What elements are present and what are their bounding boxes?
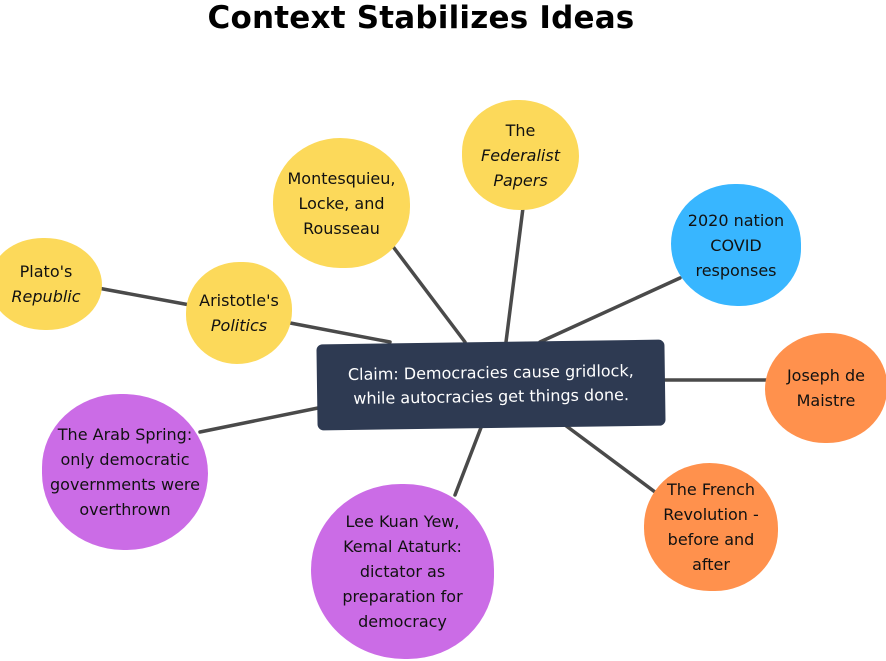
- node-montesquieu-line1: Montesquieu,: [287, 168, 396, 188]
- node-aristotle-line2: Politics: [210, 316, 268, 335]
- node-french-revolution: The French Revolution - before and after: [644, 463, 778, 591]
- node-aristotle-line1: Aristotle's: [199, 291, 279, 310]
- node-leekuanyew-line5: democracy: [358, 612, 447, 631]
- node-covid-line1: 2020 nation: [687, 210, 785, 230]
- node-federalist: The Federalist Papers: [462, 100, 579, 210]
- node-french-line2: Revolution -: [663, 505, 759, 524]
- node-maistre-line2: Maistre: [796, 391, 856, 410]
- page-title: Context Stabilizes Ideas: [207, 0, 635, 36]
- node-lee-kuan-yew: Lee Kuan Yew, Kemal Ataturk: dictator as…: [311, 484, 494, 659]
- node-maistre-line1: Joseph de: [786, 366, 866, 385]
- node-montesquieu-line2: Locke, and: [298, 193, 385, 213]
- connector-french: [563, 423, 657, 494]
- node-arab-line2: only democratic: [60, 450, 190, 469]
- node-covid-line2: COVID: [710, 235, 762, 255]
- node-maistre: Joseph de Maistre: [765, 333, 886, 443]
- node-aristotle: Aristotle's Politics: [186, 262, 292, 364]
- node-federalist-line3: Papers: [493, 170, 548, 190]
- node-leekuanyew-line4: preparation for: [342, 587, 463, 606]
- connector-leekuanyew: [453, 423, 484, 497]
- connector-aristotle: [283, 320, 392, 344]
- node-plato-line1: Plato's: [19, 262, 73, 281]
- central-claim: Claim: Democracies cause gridlock, while…: [316, 339, 666, 431]
- node-french-line1: The French: [666, 480, 756, 499]
- connector-arab: [198, 406, 320, 434]
- connector-covid: [538, 276, 682, 344]
- node-leekuanyew-line1: Lee Kuan Yew,: [345, 512, 460, 531]
- node-arab-spring: The Arab Spring: only democratic governm…: [42, 394, 208, 550]
- node-federalist-line2: Federalist: [481, 145, 560, 165]
- node-leekuanyew-line2: Kemal Ataturk:: [343, 537, 462, 556]
- node-french-line3: before and: [667, 530, 755, 549]
- node-covid: 2020 nation COVID responses: [671, 184, 801, 306]
- node-arab-line4: overthrown: [79, 500, 171, 519]
- node-plato: Plato's Republic: [0, 238, 102, 330]
- connector-montesquieu: [383, 234, 467, 344]
- node-arab-line3: governments were: [50, 475, 200, 494]
- node-french-line4: after: [692, 555, 730, 574]
- node-federalist-line1: The: [505, 120, 536, 140]
- node-arab-line1: The Arab Spring:: [57, 425, 193, 444]
- node-plato-line2: Republic: [11, 287, 81, 306]
- node-covid-line3: responses: [695, 260, 777, 280]
- central-claim-line2: while autocracies get things done.: [353, 385, 630, 408]
- node-leekuanyew-line3: dictator as: [359, 562, 446, 581]
- connector-federalist: [504, 198, 526, 344]
- node-montesquieu: Montesquieu, Locke, and Rousseau: [273, 138, 410, 268]
- node-montesquieu-line3: Rousseau: [303, 218, 380, 238]
